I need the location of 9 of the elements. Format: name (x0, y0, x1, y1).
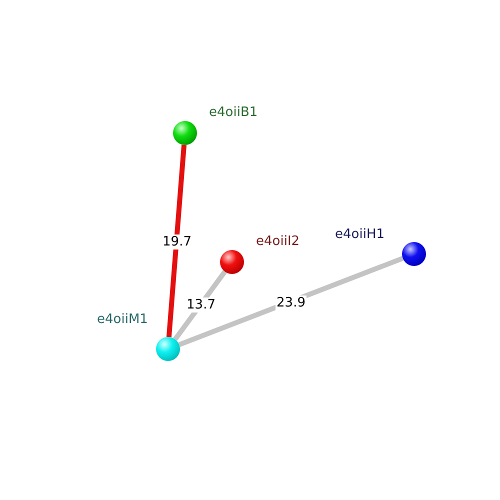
node-label: e4oiiI2 (256, 234, 300, 250)
edge-label: 19.7 (162, 234, 192, 250)
edge-label: 23.9 (276, 296, 306, 310)
connector-line (178, 256, 404, 347)
node-label: e4oiiH1 (335, 227, 384, 243)
connector-line (166, 144, 187, 338)
edge-label: 13.7 (186, 298, 216, 312)
node-label: e4oiiM1 (97, 312, 148, 328)
node-label: e4oiiB1 (209, 105, 258, 121)
